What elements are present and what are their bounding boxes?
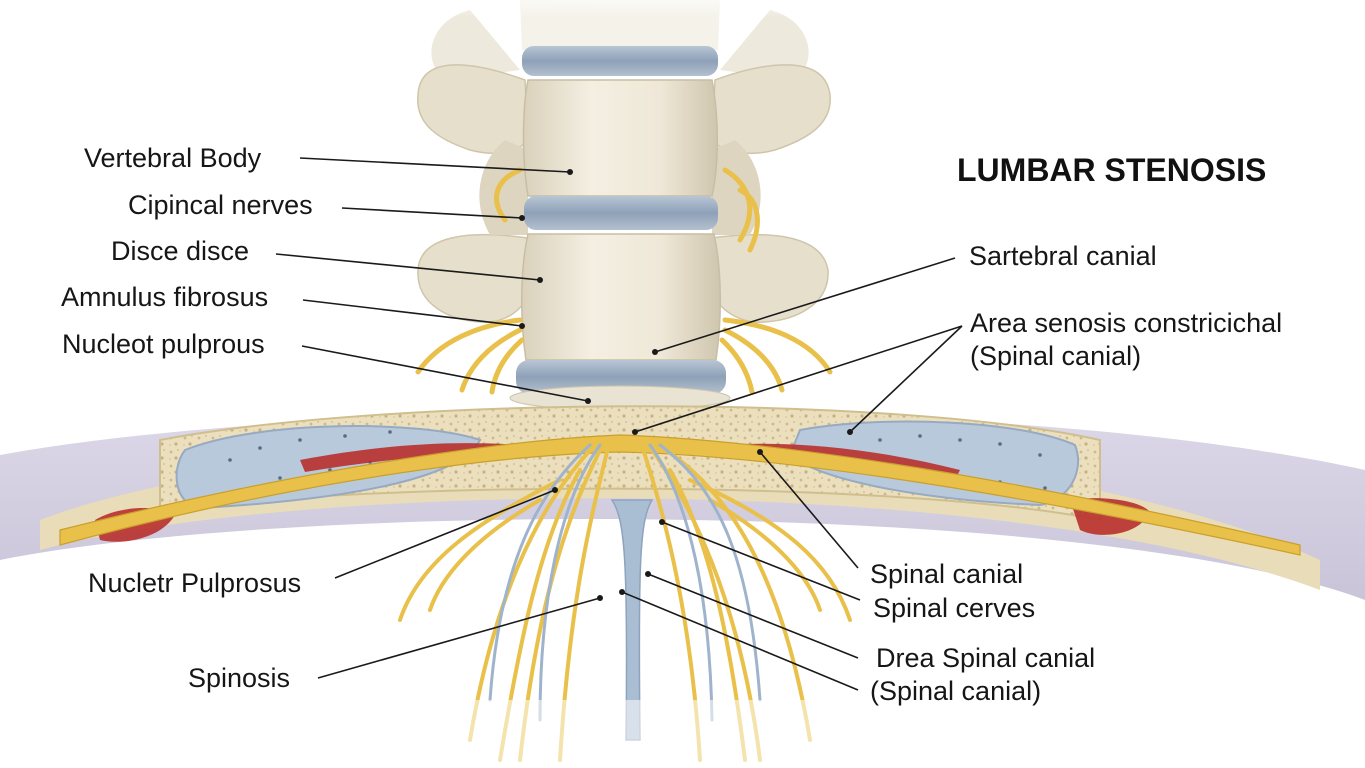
vertebral-body-upper: [522, 79, 719, 197]
label-spinal-cerves: Spinal cerves: [873, 593, 1036, 623]
leader-drea-spinal-b: [621, 591, 859, 691]
leader-arrowheads: [519, 169, 853, 601]
label-amnulus-fibrosus: Amnulus fibrosus: [61, 282, 269, 312]
leader-lines: [275, 157, 963, 691]
intervertebral-disc-bottom: [516, 360, 726, 394]
leader-amnulus-fibrosus: [302, 299, 523, 327]
label-nucletr-pulprosus: Nucletr Pulprosus: [88, 568, 302, 598]
intervertebral-disc-middle: [524, 196, 718, 230]
leader-spinal-canial: [759, 451, 859, 569]
leader-area-senosis-a: [634, 325, 963, 433]
label-sartebral-canial: Sartebral canial: [969, 241, 1157, 271]
leader-sartebral-canial: [654, 257, 956, 353]
label-disce-disce: Disce disce: [111, 236, 250, 266]
label-area-senosis-line2: (Spinal canial): [970, 340, 1142, 371]
leader-drea-spinal-a: [647, 573, 859, 659]
label-area-senosis-line1: Area senosis constricichal: [970, 308, 1283, 338]
label-spinal-canial: Spinal canial: [870, 559, 1024, 589]
label-cipincal-nerves: Cipincal nerves: [128, 190, 313, 220]
label-vertebral-body: Vertebral Body: [84, 143, 262, 173]
leader-disce-disce: [275, 253, 541, 281]
leader-vertebral-body: [299, 157, 571, 173]
vertebral-body-lower: [521, 233, 721, 361]
intervertebral-disc-top: [522, 46, 718, 76]
label-nucleot-pulprous: Nucleot pulprous: [62, 329, 265, 359]
nerve-roots: [415, 167, 833, 395]
label-drea-spinal-canial: Drea Spinal canial (Spinal canial): [870, 642, 1095, 708]
label-spinosis: Spinosis: [188, 663, 291, 693]
diagram-title: LUMBAR STENOSIS: [957, 152, 1267, 188]
leader-nucletr-pulprosus: [334, 489, 556, 579]
leader-cipincal-nerves: [341, 207, 523, 219]
label-area-senosis: Area senosis constricichal (Spinal cania…: [970, 307, 1282, 373]
label-drea-spinal-line2: (Spinal canial): [870, 675, 1042, 706]
leader-nucleot-pulprous: [301, 345, 589, 402]
leader-spinosis: [317, 597, 601, 679]
cross-section: [0, 405, 1365, 600]
label-drea-spinal-line1: Drea Spinal canial: [876, 643, 1096, 673]
transverse-processes: [417, 64, 831, 323]
leader-spinal-cerves: [661, 521, 861, 601]
leader-area-senosis-b: [849, 325, 963, 433]
